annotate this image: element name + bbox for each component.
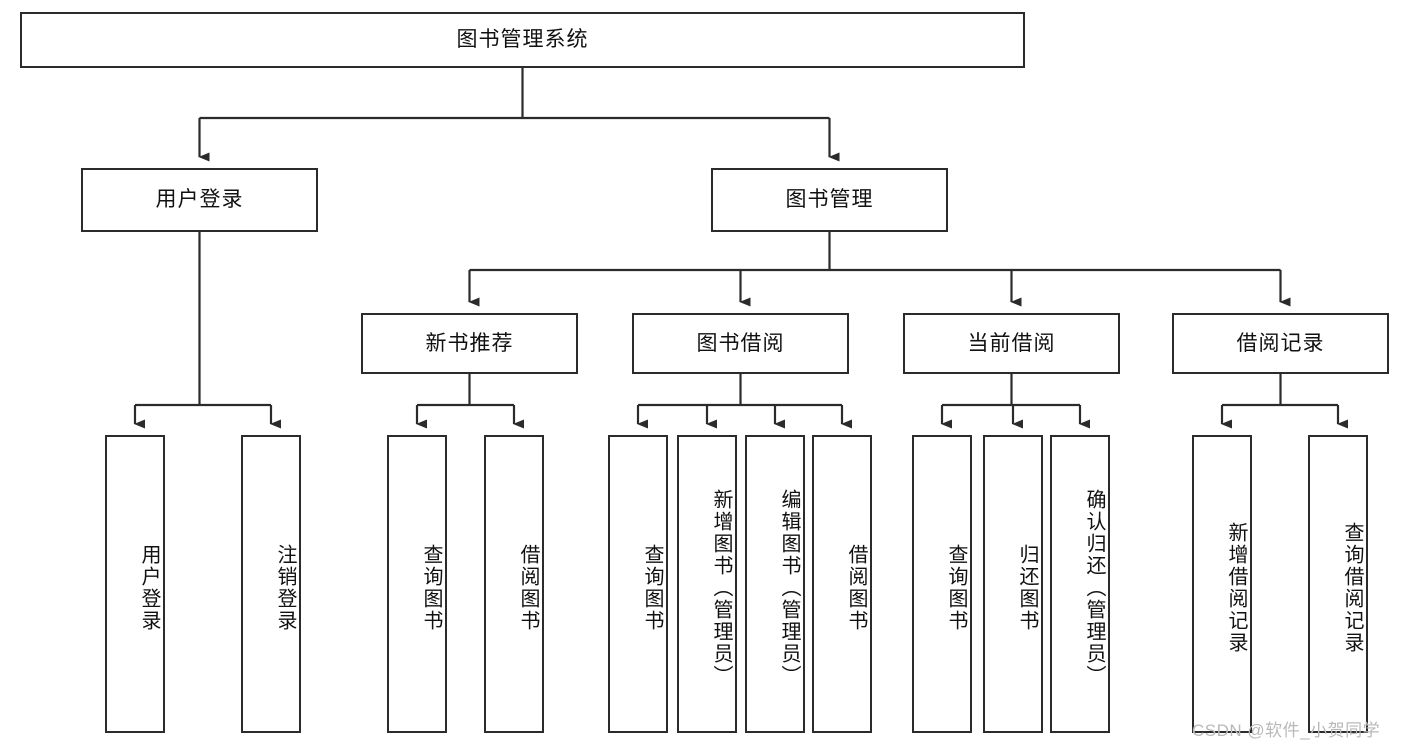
node-label: 用户登录 [155, 188, 244, 212]
node-label: 图书管理 [785, 188, 874, 212]
node-label: 借阅记录 [1236, 331, 1325, 355]
csdn-watermark: CSDN @软件_小贺同学 [1192, 721, 1381, 740]
node-label: 查询图书 [945, 544, 967, 632]
node-label: 新书推荐 [425, 331, 514, 355]
node-label: 新增借阅记录 [1225, 522, 1247, 654]
node-label: 借阅图书 [845, 544, 867, 632]
node-label: 注销登录 [274, 544, 296, 632]
node-label: 用户登录 [138, 544, 160, 632]
node-label: 查询借阅记录 [1341, 522, 1363, 654]
node-leaf-borrow-book[interactable]: 借阅图书 [812, 435, 872, 733]
node-leaf-query-book-cur[interactable]: 查询图书 [912, 435, 972, 733]
node-leaf-query-record[interactable]: 查询借阅记录 [1308, 435, 1368, 733]
node-label: 新增图书（管理员） [710, 489, 732, 687]
node-leaf-user-login[interactable]: 用户登录 [105, 435, 165, 733]
node-label: 当前借阅 [967, 331, 1056, 355]
node-root[interactable]: 图书管理系统 [20, 12, 1025, 68]
node-label: 借阅图书 [517, 544, 539, 632]
node-leaf-query-book-rec[interactable]: 查询图书 [387, 435, 447, 733]
node-label: 查询图书 [420, 544, 442, 632]
node-new-book-recommend[interactable]: 新书推荐 [361, 313, 578, 374]
node-label: 图书借阅 [696, 331, 785, 355]
node-label: 图书管理系统 [456, 28, 589, 52]
node-leaf-edit-book[interactable]: 编辑图书（管理员） [745, 435, 805, 733]
node-label: 查询图书 [641, 544, 663, 632]
node-leaf-add-book[interactable]: 新增图书（管理员） [677, 435, 737, 733]
node-user-login[interactable]: 用户登录 [81, 168, 318, 232]
node-leaf-return-book[interactable]: 归还图书 [983, 435, 1043, 733]
node-leaf-user-logout[interactable]: 注销登录 [241, 435, 301, 733]
node-book-borrow[interactable]: 图书借阅 [632, 313, 849, 374]
node-leaf-add-record[interactable]: 新增借阅记录 [1192, 435, 1252, 733]
node-label: 编辑图书（管理员） [778, 489, 800, 687]
node-current-borrow[interactable]: 当前借阅 [903, 313, 1120, 374]
node-book-manage[interactable]: 图书管理 [711, 168, 948, 232]
node-leaf-query-book-bor[interactable]: 查询图书 [608, 435, 668, 733]
node-leaf-borrow-book-rec[interactable]: 借阅图书 [484, 435, 544, 733]
node-label: 归还图书 [1016, 544, 1038, 632]
node-leaf-confirm-return[interactable]: 确认归还（管理员） [1050, 435, 1110, 733]
node-borrow-record[interactable]: 借阅记录 [1172, 313, 1389, 374]
node-label: 确认归还（管理员） [1083, 489, 1105, 687]
